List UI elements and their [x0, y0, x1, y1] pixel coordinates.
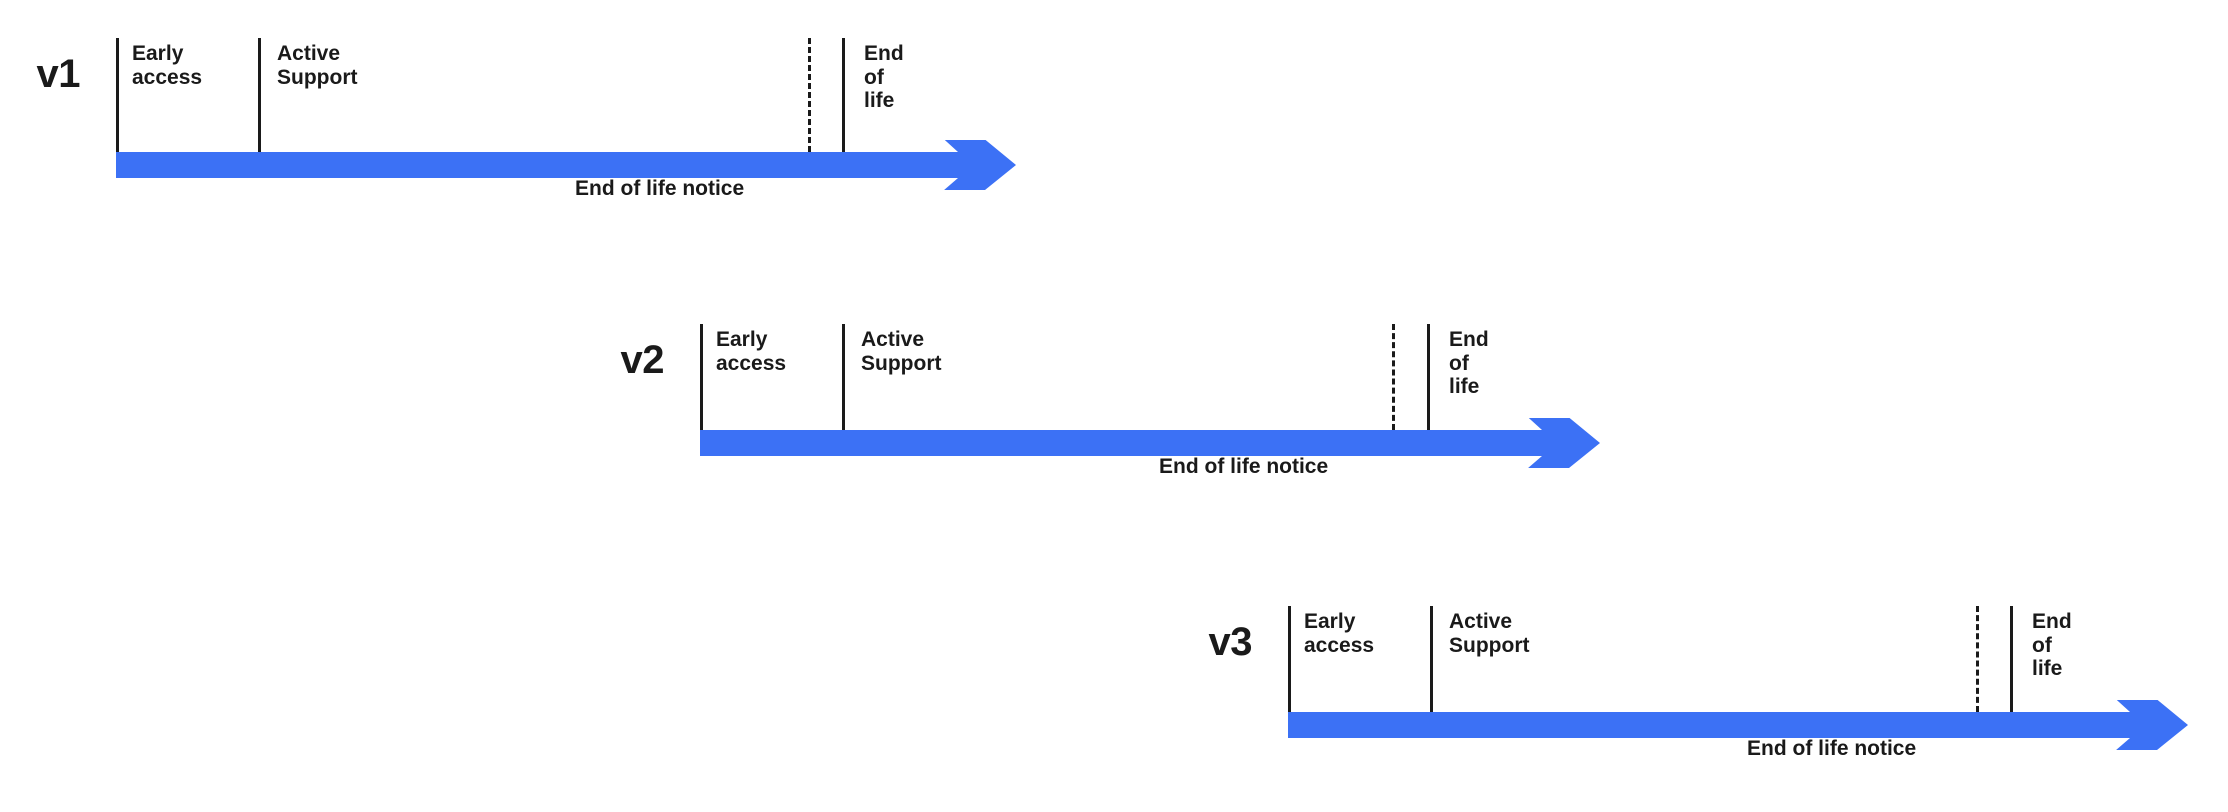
phase-label-end-of-life-v2: End of life: [1449, 328, 1489, 399]
divider-end-of-life-notice-v1: [808, 38, 811, 152]
divider-active-support-start-v3: [1430, 606, 1433, 712]
phase-label-early-access-v3: Early access: [1304, 610, 1375, 657]
divider-early-access-start-v3: [1288, 606, 1291, 712]
phase-label-end-of-life-v1: End of life: [864, 42, 904, 113]
arrow-caption-v1: End of life notice: [575, 177, 745, 200]
version-label-v2: v2: [620, 338, 665, 382]
phase-label-end-of-life-v3: End of life: [2032, 610, 2072, 681]
phase-label-active-support-v1: Active Support: [277, 42, 358, 89]
timeline-arrow-v1: [116, 140, 1021, 190]
version-label-v1: v1: [36, 52, 81, 96]
divider-end-of-life-start-v2: [1427, 324, 1430, 430]
divider-early-access-start-v1: [116, 38, 119, 152]
divider-end-of-life-start-v1: [842, 38, 845, 152]
timeline-arrow-v2: [700, 418, 1605, 468]
phase-label-early-access-v2: Early access: [716, 328, 787, 375]
divider-active-support-start-v1: [258, 38, 261, 152]
divider-end-of-life-start-v3: [2010, 606, 2013, 712]
divider-early-access-start-v2: [700, 324, 703, 430]
timeline-arrow-v3: [1288, 700, 2193, 750]
arrow-caption-v2: End of life notice: [1159, 455, 1329, 478]
divider-end-of-life-notice-v2: [1392, 324, 1395, 430]
arrow-caption-v3: End of life notice: [1747, 737, 1917, 760]
version-label-v3: v3: [1208, 620, 1253, 664]
phase-label-early-access-v1: Early access: [132, 42, 203, 89]
phase-label-active-support-v3: Active Support: [1449, 610, 1530, 657]
phase-label-active-support-v2: Active Support: [861, 328, 942, 375]
divider-active-support-start-v2: [842, 324, 845, 430]
divider-end-of-life-notice-v3: [1976, 606, 1979, 712]
